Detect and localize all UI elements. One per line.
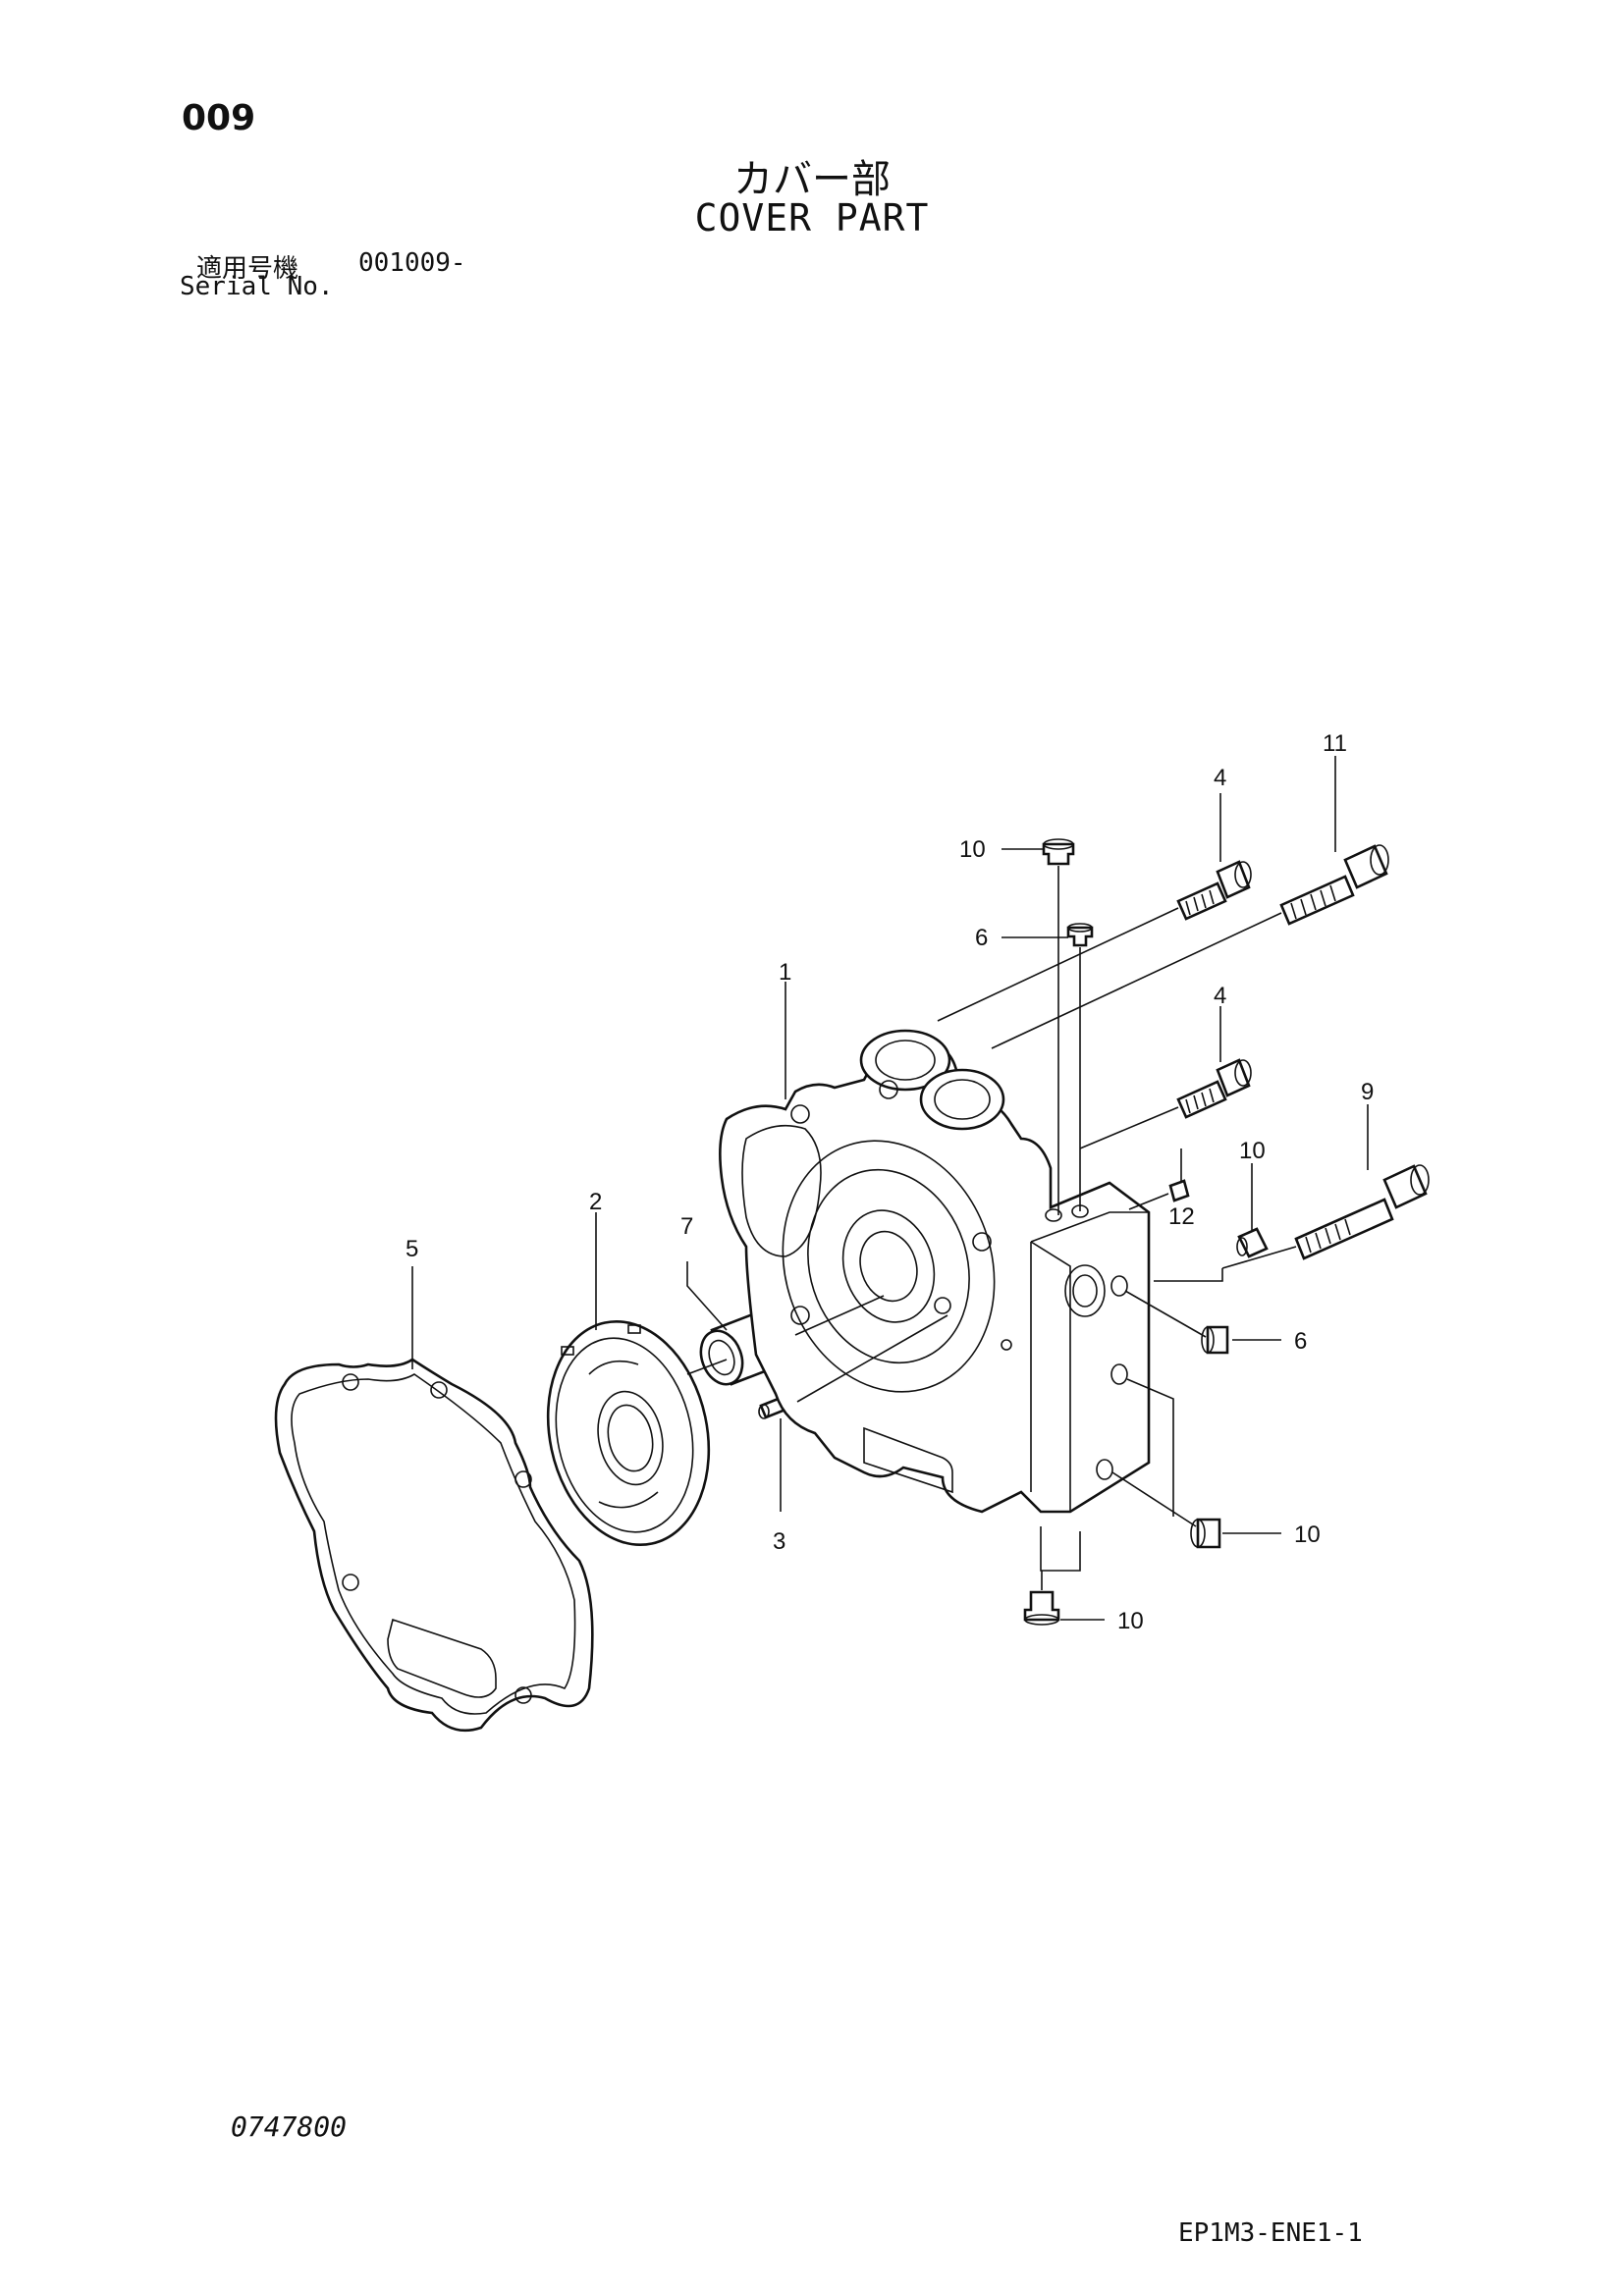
cover-body-part-1: [719, 1029, 1151, 1514]
document-code: EP1M3-ENE1-1: [1178, 2218, 1363, 2248]
serial-label-japanese: 適用号機: [196, 254, 299, 284]
plug-part-10-right-upper: [1236, 1227, 1269, 1258]
serial-number-value: 001009-: [358, 248, 466, 278]
callout-9: 9: [1361, 1079, 1374, 1105]
callout-10-top: 10: [959, 836, 986, 863]
plug-part-10-bottom: [1023, 1590, 1060, 1626]
callout-10-bottom: 10: [1117, 1608, 1144, 1634]
callout-1: 1: [779, 959, 791, 986]
bolt-part-4-lower: [1176, 1058, 1252, 1119]
bolt-part-4-upper: [1176, 860, 1252, 921]
callout-10-right-upper: 10: [1239, 1138, 1266, 1164]
callout-11: 11: [1323, 730, 1347, 757]
callout-12: 12: [1168, 1203, 1195, 1230]
callout-7: 7: [680, 1213, 693, 1240]
page-number: 009: [182, 98, 256, 138]
callout-6-right: 6: [1294, 1328, 1307, 1355]
page-title-japanese: カバー部: [733, 157, 891, 202]
gasket-part-5: [274, 1358, 594, 1733]
callout-labels: 1 2 3 4 4 5 6 6 7 9 10 10 10 10 11 12: [406, 730, 1374, 1634]
plug-part-12: [1168, 1179, 1190, 1202]
plug-part-10-right-lower: [1190, 1518, 1221, 1549]
callout-2: 2: [589, 1189, 602, 1215]
page-title-english: COVER PART: [694, 196, 930, 240]
drawing-number: 0747800: [231, 2110, 348, 2143]
callout-leaders: [411, 756, 1369, 1621]
callout-6-top: 6: [975, 925, 988, 951]
plug-part-6-top: [1066, 923, 1094, 947]
bolt-part-11: [1279, 844, 1389, 926]
bolt-part-9: [1294, 1164, 1430, 1260]
plug-part-6-right: [1201, 1325, 1229, 1355]
serial-label-english: Serial No.: [180, 272, 334, 301]
plug-part-10-top: [1042, 838, 1075, 866]
valve-plate-part-2: [546, 1319, 711, 1547]
callout-3: 3: [773, 1528, 785, 1555]
callout-4-upper: 4: [1214, 765, 1226, 791]
callout-10-right-lower: 10: [1294, 1522, 1321, 1548]
callout-4-lower: 4: [1214, 983, 1226, 1009]
callout-5: 5: [406, 1236, 418, 1262]
assembly-lines: [686, 866, 1297, 1590]
